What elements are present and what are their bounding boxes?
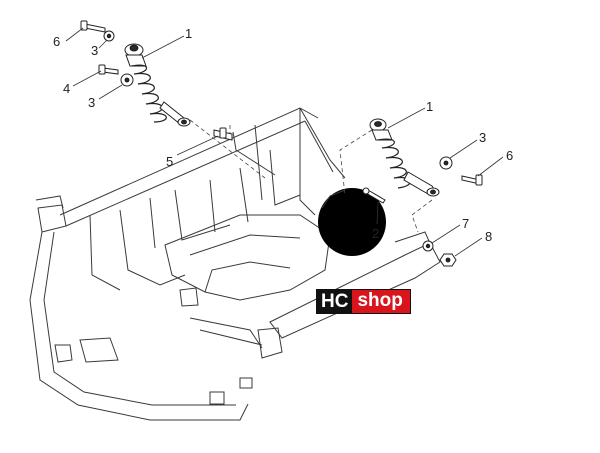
callout-3-lower-left: 3	[88, 95, 95, 110]
pin-2	[362, 187, 386, 204]
washer-3-top-left	[103, 30, 115, 42]
callout-5: 5	[166, 154, 173, 169]
callout-7: 7	[462, 216, 469, 231]
washer-3-right	[439, 156, 453, 170]
callout-8: 8	[485, 229, 492, 244]
bolt-4	[98, 64, 119, 75]
callout-1-right: 1	[426, 99, 433, 114]
callout-1-left: 1	[185, 26, 192, 41]
logo-hc-text: HC	[317, 290, 353, 313]
shock-absorber-right	[369, 118, 440, 197]
shock-absorber-left	[124, 43, 191, 127]
hc-shop-logo: HC shop	[316, 289, 411, 314]
callout-3-right: 3	[479, 130, 486, 145]
callout-6-right: 6	[506, 148, 513, 163]
leader-lines	[65, 27, 504, 257]
mount-guide-left	[189, 119, 266, 179]
mount-guide-right	[339, 129, 433, 233]
washer-3-lower-left	[120, 73, 134, 87]
bolt-6-left	[80, 20, 106, 33]
callout-2: 2	[372, 226, 379, 241]
motorcycle-frame	[29, 107, 441, 421]
callout-4: 4	[63, 81, 70, 96]
logo-shop-text: shop	[352, 290, 410, 313]
callout-6-left: 6	[53, 34, 60, 49]
stud-5	[213, 127, 233, 141]
bolt-6-right	[461, 174, 483, 186]
washer-7	[422, 240, 434, 252]
nut-8	[439, 253, 457, 267]
callout-3-top-left: 3	[91, 43, 98, 58]
